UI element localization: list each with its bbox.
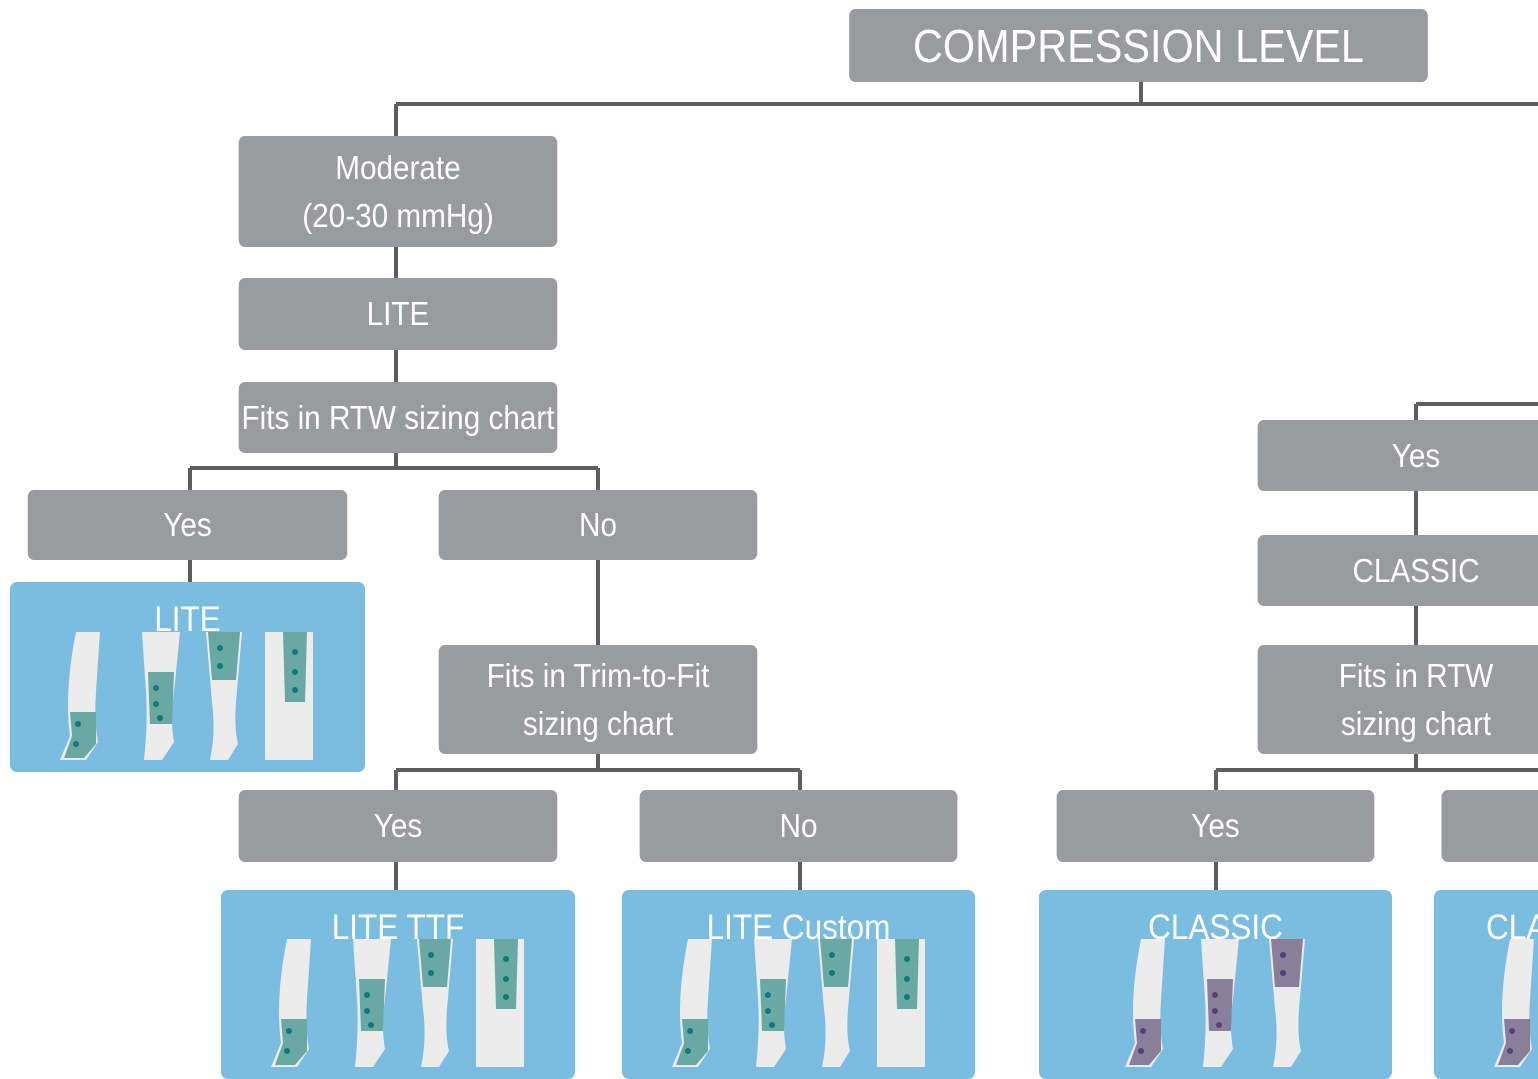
lite-result-card: LITE: [10, 582, 365, 772]
compression-level-label: COMPRESSION LEVEL: [913, 19, 1364, 72]
rtw-no-node: No: [438, 490, 758, 560]
leg-calf-wrap-icon: [754, 939, 792, 1067]
arm-wrap-icon: [476, 939, 524, 1067]
rtw-yes-label: Yes: [163, 506, 212, 543]
right-rtw-no-node: [1441, 790, 1538, 862]
leg-foot-wrap-icon: [672, 939, 712, 1067]
leg-foot-wrap-icon: [1125, 939, 1165, 1067]
ttf-question-label: Fits in Trim-to-Fit sizing chart: [486, 656, 710, 742]
ttf-yes-label: Yes: [373, 807, 423, 844]
arm-wrap-icon: [877, 939, 925, 1067]
rtw-question-node: Fits in RTW sizing chart: [238, 382, 558, 453]
moderate-level-label: Moderate (20-30 mmHg): [302, 148, 494, 234]
clipped-result-card: CLA: [1434, 890, 1538, 1079]
lite-garment-icons: [10, 632, 365, 764]
leg-calf-wrap-icon: [1201, 939, 1239, 1067]
leg-foot-wrap-icon: [1494, 939, 1534, 1067]
leg-foot-wrap-icon: [271, 939, 311, 1067]
lite-garment-label: LITE: [366, 295, 430, 332]
right-rtw-question-label: Fits in RTW sizing chart: [1338, 656, 1494, 742]
classic-garment-label: CLASSIC: [1352, 551, 1480, 589]
arm-wrap-icon: [265, 632, 313, 760]
leg-knee-wrap-icon: [206, 632, 242, 760]
classic-garment-icons: [1039, 939, 1392, 1071]
compression-level-node: COMPRESSION LEVEL: [849, 9, 1428, 82]
rtw-yes-node: Yes: [27, 490, 348, 560]
lite-ttf-garment-icons: [221, 939, 575, 1071]
classic-result-card: CLASSIC: [1039, 890, 1392, 1079]
lite-custom-result-title: LITE Custom: [706, 908, 891, 947]
right-rtw-yes-node: Yes: [1056, 790, 1375, 862]
lite-ttf-result-card: LITE TTF: [221, 890, 575, 1079]
right-rtw-yes-label: Yes: [1191, 807, 1240, 844]
leg-knee-wrap-icon: [417, 939, 453, 1067]
lite-garment-node: LITE: [238, 278, 558, 350]
right-yes-label: Yes: [1391, 436, 1441, 474]
leg-calf-wrap-icon: [353, 939, 391, 1067]
classic-garment-node: CLASSIC: [1257, 535, 1538, 606]
leg-calf-wrap-icon: [142, 632, 180, 760]
leg-knee-wrap-icon: [818, 939, 854, 1067]
leg-foot-wrap-icon: [60, 632, 100, 760]
lite-custom-result-card: LITE Custom: [622, 890, 975, 1079]
rtw-question-label: Fits in RTW sizing chart: [241, 398, 555, 436]
ttf-question-node: Fits in Trim-to-Fit sizing chart: [438, 645, 758, 754]
right-yes-node: Yes: [1257, 420, 1538, 491]
ttf-no-label: No: [779, 807, 818, 844]
lite-custom-garment-icons: [622, 939, 975, 1071]
rtw-no-label: No: [579, 506, 617, 543]
leg-knee-wrap-icon: [1269, 939, 1305, 1067]
moderate-level-node: Moderate (20-30 mmHg): [238, 136, 558, 247]
ttf-yes-node: Yes: [238, 790, 558, 862]
right-rtw-question-node: Fits in RTW sizing chart: [1257, 645, 1538, 754]
ttf-no-node: No: [639, 790, 958, 862]
